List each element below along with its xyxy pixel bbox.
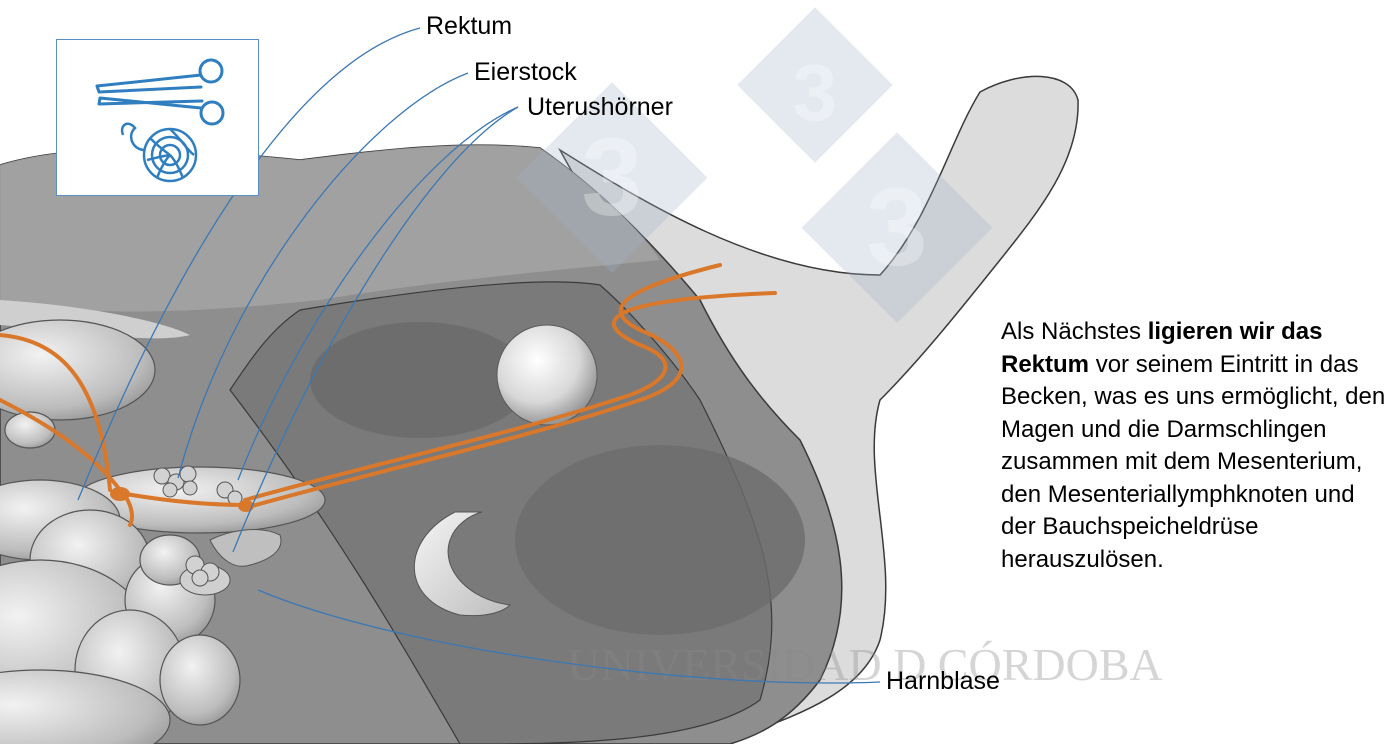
anatomy-sphere [496,324,598,426]
suture-thread-icon [120,122,198,183]
leader-line-uterushoerner-2 [232,106,519,553]
suture-thread [0,263,777,527]
watermark-digit: 3 [793,48,838,137]
label-uterushoerner: Uterushörner [527,93,673,121]
label-rektum: Rektum [426,12,513,40]
shadow-oval-lower [515,445,805,635]
leader-line-uterushoerner-1 [237,106,519,481]
leader-line-harnblase [257,589,881,684]
watermark-digit: 3 [581,116,642,239]
scissors-icon [95,58,225,126]
description-bold1: ligieren wir das [1147,318,1323,345]
instrument-box [56,39,259,196]
description-part2: vor seinem Eintritt in das Becken, was e… [1001,350,1386,573]
watermark-digit: 3 [866,166,927,289]
description-bold2: Rektum [1001,350,1090,378]
description-text: Als Nächstes ligieren wir das Rektum vor… [1001,316,1391,576]
ovary-cluster [153,465,243,587]
label-eierstock: Eierstock [474,58,577,86]
shadow-oval-upper [310,322,530,438]
anatomy-crescent [413,511,512,617]
watermark-digits: 3 3 3 [581,48,927,289]
description-part1: Als Nächstes [1001,318,1148,345]
intestine-loops [0,319,326,744]
suture-knot [110,487,254,512]
watermark-text: UNIVERSIDAD D CÓRDOBA [567,639,1162,690]
leader-line-eierstock [177,72,469,479]
label-harnblase: Harnblase [886,667,1000,695]
